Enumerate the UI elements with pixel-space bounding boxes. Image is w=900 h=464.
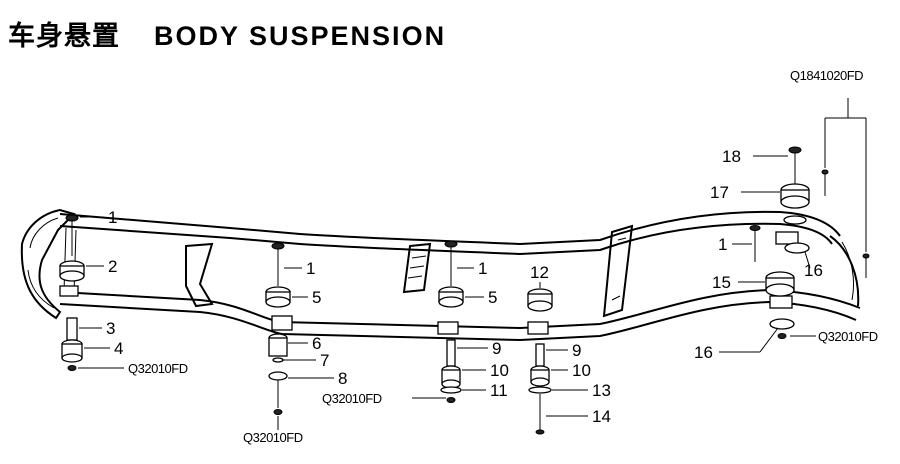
label-15: 15 — [712, 273, 731, 292]
label-8: 8 — [338, 369, 347, 388]
mount-front-upper — [59, 214, 85, 282]
label-13: 13 — [592, 381, 611, 400]
code-bolt-rear: Q1841020FD — [790, 68, 863, 83]
title-english: BODY SUSPENSION — [154, 21, 447, 51]
label-4: 4 — [114, 339, 123, 358]
label-7: 7 — [320, 351, 329, 370]
label-12: 12 — [530, 263, 549, 282]
part-codes: Q32010FD Q32010FD Q32010FD Q32010FD Q184… — [128, 68, 878, 445]
label-9-rear: 9 — [572, 341, 581, 360]
label-1-left: 1 — [306, 259, 315, 278]
label-10-center: 10 — [490, 361, 509, 380]
label-5-center: 5 — [488, 288, 497, 307]
label-10-rear: 10 — [572, 361, 591, 380]
code-nut-front: Q32010FD — [128, 361, 188, 376]
code-nut-center: Q32010FD — [322, 391, 382, 406]
label-14: 14 — [592, 407, 611, 426]
mount-rear-mid — [527, 288, 553, 435]
mount-rear — [749, 146, 870, 339]
part-labels: 1 2 3 4 1 5 6 7 8 1 5 9 10 11 12 9 10 13… — [106, 147, 823, 426]
label-1-rear: 1 — [718, 235, 727, 254]
leader-lines — [78, 98, 867, 417]
code-nut-rear: Q32010FD — [818, 329, 878, 344]
label-11: 11 — [490, 381, 508, 400]
label-18: 18 — [722, 147, 741, 166]
mount-front-lower — [61, 317, 83, 371]
label-9-center: 9 — [492, 339, 501, 358]
label-1-front: 1 — [108, 208, 117, 227]
label-6: 6 — [312, 334, 321, 353]
diagram-title: 车身悬置 BODY SUSPENSION — [8, 14, 446, 53]
label-1-center: 1 — [478, 259, 487, 278]
label-2: 2 — [108, 257, 117, 276]
code-nut-left: Q32010FD — [243, 430, 303, 445]
mount-center — [438, 240, 464, 403]
label-16-lower: 16 — [694, 343, 713, 362]
label-17: 17 — [710, 183, 729, 202]
mount-left-mid — [265, 242, 291, 415]
label-16-upper: 16 — [804, 261, 823, 280]
label-5-left: 5 — [312, 288, 321, 307]
title-chinese: 车身悬置 — [8, 21, 120, 51]
frame-assembly — [20, 208, 861, 342]
label-3: 3 — [106, 319, 115, 338]
